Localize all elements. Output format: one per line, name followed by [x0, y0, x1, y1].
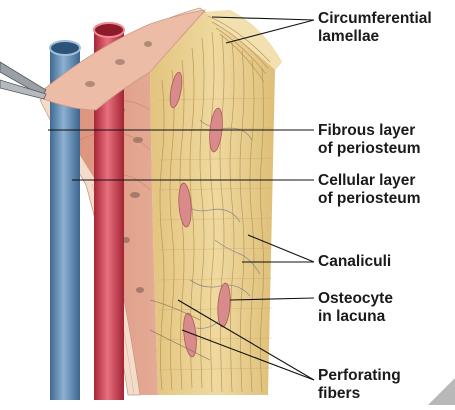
leader-lines	[48, 16, 315, 381]
osteocyte	[217, 282, 231, 328]
osteocytes	[169, 71, 231, 358]
label-osteocyte: Osteocyte in lacuna	[318, 290, 393, 325]
label-fibrous-layer: Fibrous layer of periosteum	[318, 122, 421, 157]
label-perforating-fibers: Perforating fibers	[318, 367, 401, 402]
compact-bone	[150, 10, 282, 395]
osteocyte	[169, 71, 183, 109]
perforating-fibers-lines	[149, 299, 211, 361]
forceps	[0, 61, 47, 100]
page-corner	[428, 378, 455, 405]
periosteum-flap	[35, 9, 207, 111]
label-canaliculi: Canaliculi	[318, 253, 392, 270]
label-circumferential-lamellae: Circumferential lamellae	[318, 10, 432, 45]
osteocyte	[183, 312, 197, 358]
label-cellular-layer: Cellular layer of periosteum	[318, 172, 421, 207]
osteocyte	[178, 182, 192, 228]
